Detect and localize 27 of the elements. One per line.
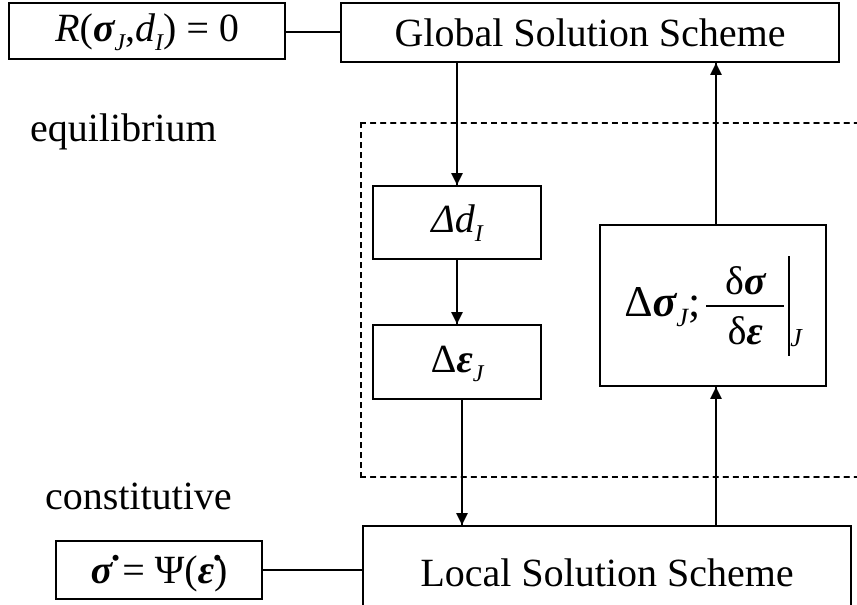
annotation-text: constitutive <box>45 476 232 516</box>
arrow <box>710 387 722 525</box>
connector-line <box>286 31 340 33</box>
variable-box <box>372 185 542 260</box>
math-text: Δε$_{J}$ <box>430 338 484 386</box>
variable-box <box>372 324 542 400</box>
annotation-text: equilibrium <box>30 108 217 148</box>
dashed-group-box <box>360 122 857 478</box>
connector-line <box>263 569 362 571</box>
math-text: R(σ$_{J}$,d$_{I}$) = 0 <box>55 8 239 54</box>
fraction-numerator: δσ <box>724 260 766 300</box>
equation-box <box>55 540 263 600</box>
scheme-label: Global Solution Scheme <box>394 12 786 52</box>
arrow <box>451 260 463 324</box>
arrow <box>456 400 468 525</box>
subscript-text: J <box>790 325 802 351</box>
arrow <box>710 63 722 224</box>
arrow <box>451 63 463 185</box>
math-text: σ̇ = Ψ(ε̇) <box>90 550 228 590</box>
math-text: Δd$_{I}$ <box>431 199 483 246</box>
fraction-denominator: δε <box>728 310 763 350</box>
process-box <box>362 525 852 605</box>
process-box <box>340 2 840 63</box>
equation-box <box>8 2 286 60</box>
result-box <box>599 224 827 387</box>
scheme-label: Local Solution Scheme <box>420 553 794 593</box>
math-text: Δσ$_{J}$; <box>624 280 700 331</box>
